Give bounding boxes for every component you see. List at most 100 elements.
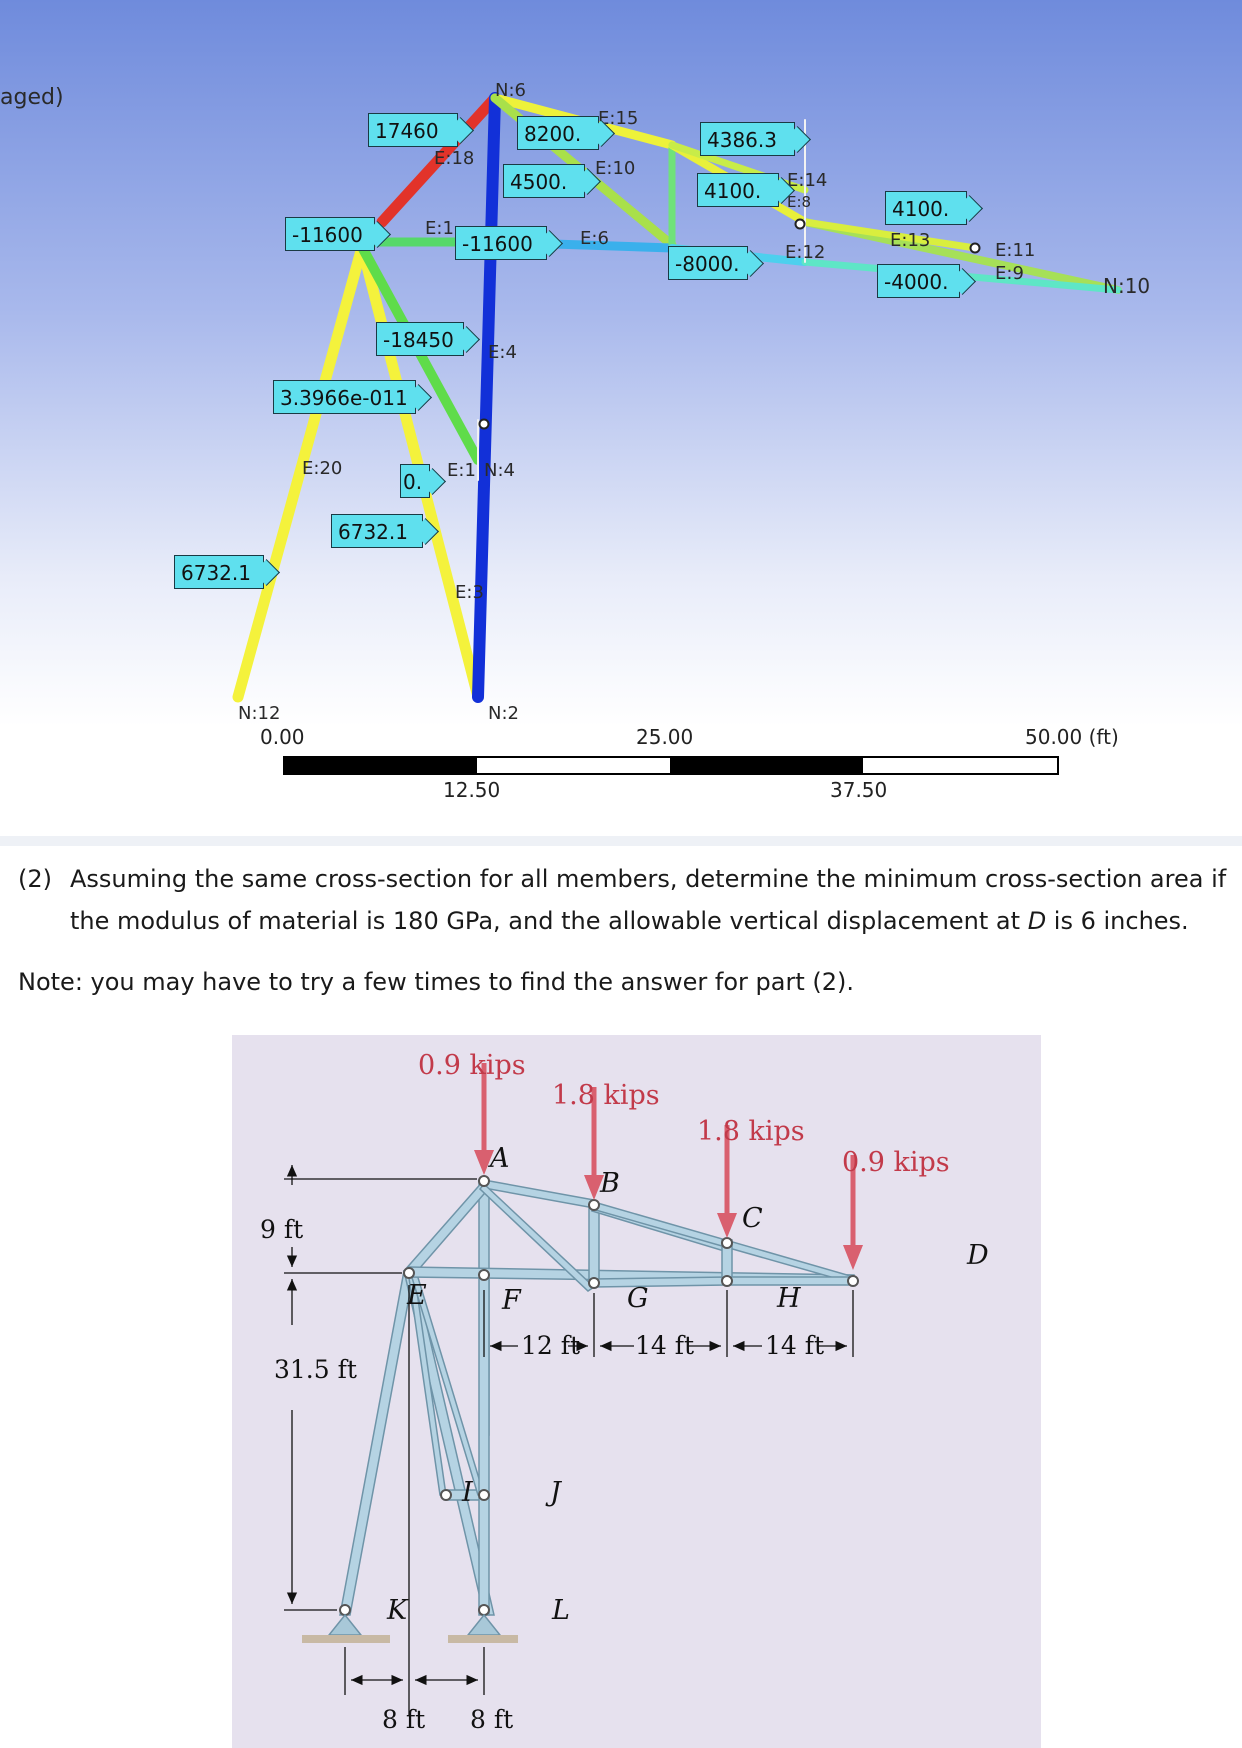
element-label-e6: E:6	[580, 228, 609, 249]
element-label-e10: E:10	[595, 158, 636, 179]
node-label-l: L	[552, 1595, 570, 1626]
scale-tick-0: 0.00	[260, 725, 305, 749]
question-text-before: Assuming the same cross-section for all …	[70, 865, 1227, 935]
question-text: (2) Assuming the same cross-section for …	[18, 858, 1228, 942]
element-label-e1: E:1	[425, 218, 454, 239]
load-label-b: 1.8 kips	[552, 1080, 660, 1111]
element-label-e14: E:14	[787, 170, 828, 191]
member-gh	[593, 1276, 728, 1288]
element-label-e9: E:9	[995, 263, 1024, 284]
joint-i	[440, 1489, 452, 1501]
dim-label-8ft-left: 8 ft	[382, 1705, 426, 1734]
analysis-viewport[interactable]: aged) N:6 N:12 N:2 N:10 N:4 E:18 E:15 E:…	[0, 0, 1242, 825]
dim-label-14ft-a: 14 ft	[635, 1331, 695, 1360]
result-17460[interactable]: 17460	[368, 113, 458, 147]
member-bg	[588, 1206, 600, 1281]
node-label-c: C	[742, 1203, 763, 1234]
member-ea	[402, 1178, 491, 1279]
scale-tick-50: 50.00 (ft)	[1025, 725, 1119, 749]
result-3.3966e-011[interactable]: 3.3966e-011	[273, 380, 416, 414]
member-ek	[339, 1270, 415, 1616]
node-label-k: K	[387, 1595, 408, 1626]
question-text-after: is 6 inches.	[1046, 907, 1189, 935]
node-label-n10: N:10	[1103, 274, 1151, 298]
node-dot-4	[478, 418, 490, 430]
joint-c	[721, 1237, 733, 1249]
member-e18	[376, 92, 501, 228]
dim-label-8ft-right: 8 ft	[470, 1705, 514, 1734]
result-6732-a[interactable]: 6732.1	[331, 514, 423, 548]
node-label-n12: N:12	[238, 703, 281, 724]
result-zero[interactable]: 0.	[400, 464, 430, 498]
joint-a	[478, 1175, 490, 1187]
dim-label-31.5ft: 31.5 ft	[274, 1355, 357, 1384]
element-label-e12: E:12	[785, 242, 826, 263]
truss-drawing	[284, 1063, 863, 1715]
element-label-e18: E:18	[434, 148, 475, 169]
joint-h	[721, 1275, 733, 1287]
scale-tick-12.5: 12.50	[443, 778, 501, 802]
window-title-fragment: aged)	[0, 85, 64, 110]
result-4386[interactable]: 4386.3	[700, 122, 795, 156]
node-label-d: D	[967, 1240, 989, 1271]
dim-label-14ft-b: 14 ft	[765, 1331, 825, 1360]
node-dot-11	[969, 242, 981, 254]
note-text: Note: you may have to try a few times to…	[18, 968, 855, 996]
node-label-e: E	[407, 1280, 427, 1311]
element-label-e13: E:13	[890, 230, 931, 251]
result-6732-b[interactable]: 6732.1	[174, 555, 264, 589]
element-label-e8: E:8	[787, 193, 812, 211]
node-label-j: J	[550, 1477, 561, 1508]
joint-b	[588, 1199, 600, 1211]
member-e11	[801, 218, 979, 252]
divider	[0, 836, 1242, 846]
node-label-b: B	[600, 1168, 620, 1199]
node-label-n4: N:4	[484, 460, 515, 481]
element-label-e11: E:11	[995, 240, 1036, 261]
result-4100-b[interactable]: 4100.	[885, 191, 967, 225]
scale-bar	[283, 756, 1059, 775]
node-label-h: H	[777, 1283, 801, 1314]
scale-tick-25: 25.00	[636, 725, 694, 749]
dim-label-12ft: 12 ft	[521, 1331, 581, 1360]
node-label-a: A	[490, 1143, 510, 1174]
result-4500[interactable]: 4500.	[503, 164, 585, 198]
result-4100-a[interactable]: 4100.	[697, 173, 779, 207]
load-label-c: 1.8 kips	[697, 1116, 805, 1147]
truss-figure: 0.9 kips 1.8 kips 1.8 kips 0.9 kips A B …	[232, 1035, 1041, 1748]
result-neg-18450[interactable]: -18450	[376, 322, 464, 356]
dim-label-9ft: 9 ft	[260, 1215, 304, 1244]
node-label-n2: N:2	[488, 703, 519, 724]
joint-k	[339, 1604, 351, 1616]
element-label-e1-lower: E:1	[447, 460, 476, 481]
element-label-e4: E:4	[488, 342, 517, 363]
result-neg-11600-b[interactable]: -11600	[455, 226, 547, 260]
joint-d	[847, 1275, 859, 1287]
load-label-a: 0.9 kips	[418, 1050, 526, 1081]
support-l	[448, 1613, 518, 1643]
node-label-i: I	[462, 1477, 473, 1508]
member-e20-left-leg	[232, 241, 368, 703]
element-label-e15: E:15	[598, 108, 639, 129]
member-ag	[478, 1182, 596, 1292]
result-8200[interactable]: 8200.	[517, 116, 599, 150]
element-label-e3: E:3	[455, 582, 484, 603]
result-neg-4000[interactable]: -4000.	[877, 264, 960, 298]
joint-e	[403, 1267, 415, 1279]
question-italic-point: D	[1027, 907, 1047, 935]
joint-j	[478, 1489, 490, 1501]
node-label-f: F	[502, 1285, 521, 1316]
load-label-d: 0.9 kips	[842, 1147, 950, 1178]
question-number: (2)	[18, 865, 52, 893]
result-neg-11600-a[interactable]: -11600	[285, 217, 375, 251]
support-k	[302, 1613, 390, 1643]
element-label-e20: E:20	[302, 458, 343, 479]
node-label-n6: N:6	[495, 80, 526, 101]
member-al	[478, 1179, 490, 1616]
node-dot-8	[794, 218, 806, 230]
result-neg-8000[interactable]: -8000.	[668, 246, 748, 280]
scale-tick-37.5: 37.50	[830, 778, 888, 802]
joint-g	[588, 1277, 600, 1289]
node-label-g: G	[627, 1283, 649, 1314]
joint-f	[478, 1269, 490, 1281]
